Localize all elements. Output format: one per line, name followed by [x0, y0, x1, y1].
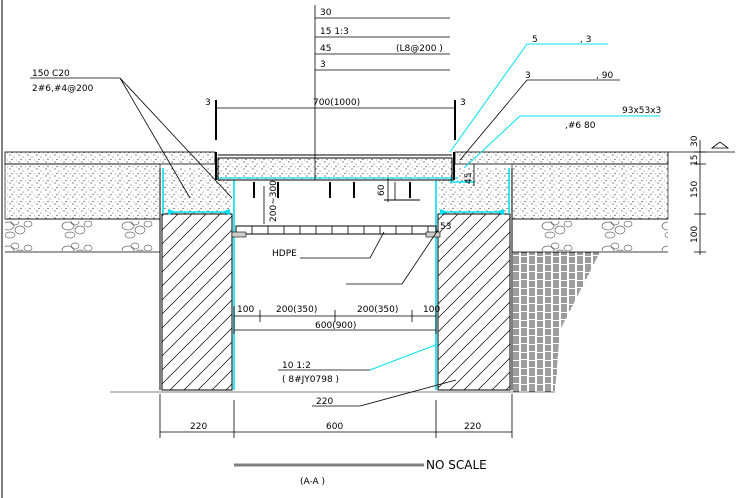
right-callout-1a: 5	[532, 35, 538, 45]
dim-45: 45	[464, 173, 474, 184]
top-dim-left: 3	[205, 98, 211, 108]
bottom-note-2: ( 8#JY0798 )	[282, 375, 339, 385]
hdpe-leaders	[300, 229, 439, 285]
dim-60: 60	[377, 184, 387, 196]
layer-3: 45	[320, 44, 331, 54]
bottom-dim-2: 600	[326, 422, 343, 432]
top-dim-span: 700(1000)	[313, 98, 360, 108]
dim-15: 15	[690, 155, 700, 166]
layer-1: 30	[320, 8, 332, 18]
layer-4: 3	[320, 60, 326, 70]
right-callout-1b: , 3	[580, 35, 591, 45]
bottom-note-1: 10 1:2	[282, 361, 311, 371]
dim-150: 150	[690, 181, 700, 198]
top-dim-right: 3	[460, 98, 466, 108]
hdpe-label: HDPE	[272, 249, 297, 259]
right-callout-3: 93x53x3	[622, 106, 661, 116]
trench-walls	[159, 168, 513, 391]
left-callout-2: 2#6,#4@200	[32, 84, 94, 94]
hdpe-frame	[231, 225, 441, 238]
brick-fill	[512, 252, 600, 392]
section-label: (A-A )	[300, 477, 325, 487]
right-callout-2a: 3	[525, 71, 531, 81]
bottom-dim-1: 220	[190, 422, 207, 432]
bottom-note-leaders	[278, 343, 457, 407]
layer-2: 15 1:3	[320, 27, 349, 37]
pebble-layer	[5, 221, 668, 253]
dim-30: 30	[690, 135, 700, 147]
inner-dim-100b: 100	[423, 305, 440, 315]
inner-dims	[233, 306, 437, 334]
bottom-dim-3: 220	[464, 422, 481, 432]
right-leaders	[449, 43, 660, 169]
right-vertical-dims	[263, 140, 735, 255]
right-callout-2b: , 90	[596, 71, 613, 81]
dim-53: 53	[440, 222, 451, 232]
cyan-markers	[168, 209, 504, 215]
bottom-note-3: 220	[316, 397, 333, 407]
surface-layer	[4, 151, 669, 165]
left-leaders	[30, 77, 233, 199]
left-callout-1: 150 C20	[32, 69, 70, 79]
base-layer	[4, 163, 669, 220]
inner-dim-200a: 200(350)	[276, 305, 317, 315]
inner-dim-600: 600(900)	[315, 321, 356, 331]
drain-cover	[215, 152, 455, 201]
dim-200-300: 200~300	[269, 180, 279, 222]
layer-3-note: (L8@200 )	[396, 44, 443, 54]
inner-dim-100a: 100	[237, 305, 254, 315]
bottom-dims	[159, 394, 513, 438]
layer-callout-lines	[314, 5, 450, 180]
right-callout-4: ,#6 80	[565, 121, 596, 131]
dim-100: 100	[690, 226, 700, 243]
no-scale-label: NO SCALE	[426, 458, 487, 472]
inner-dim-200b: 200(350)	[357, 305, 398, 315]
top-dimension	[215, 100, 456, 140]
